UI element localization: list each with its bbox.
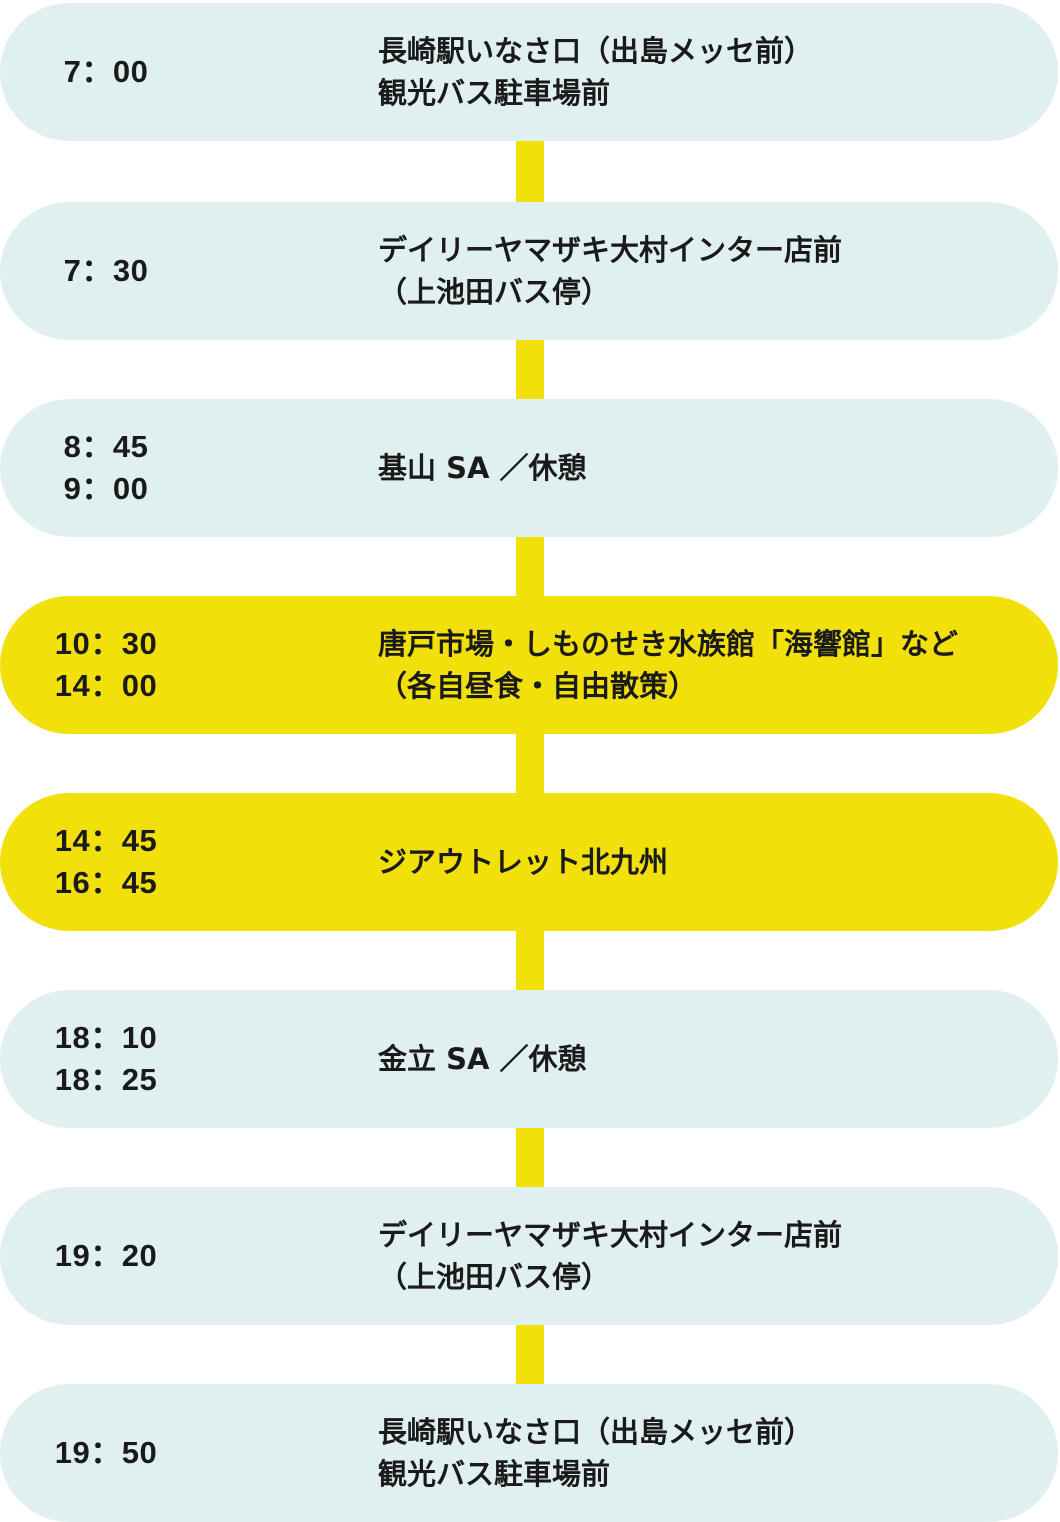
stop-place-line: 観光バス駐車場前: [378, 1457, 611, 1491]
stop-place: ジアウトレット北九州: [378, 793, 1028, 931]
timeline-connector: [516, 338, 544, 402]
stop-card: 8：45 9：00 基山 SA ／休憩: [0, 399, 1058, 537]
timeline-connector: [516, 535, 544, 599]
stop-time-arrival: 14：45: [54, 823, 158, 858]
stop-place-line: デイリーヤマザキ大村インター店前: [378, 233, 843, 267]
stop-time-value: 19：50: [54, 1435, 158, 1470]
timeline-connector: [516, 1126, 544, 1190]
stop-card-highlight: 10：30 14：00 唐戸市場・しものせき水族館「海響館」など （各自昼食・自…: [0, 596, 1058, 734]
stop-time: 7：30: [0, 202, 212, 340]
timeline-connector: [516, 140, 544, 204]
stop-time-arrival: 10：30: [54, 626, 158, 661]
stop-place-line: 長崎駅いなさ口（出島メッセ前）: [378, 1415, 814, 1449]
stop-place: デイリーヤマザキ大村インター店前 （上池田バス停）: [378, 1187, 1028, 1325]
stop-place-line: （上池田バス停）: [378, 275, 611, 309]
stop-time-value: 19：20: [54, 1238, 158, 1273]
stop-time: 7：00: [0, 3, 212, 141]
stop-time: 14：45 16：45: [0, 793, 212, 931]
stop-card: 19：20 デイリーヤマザキ大村インター店前 （上池田バス停）: [0, 1187, 1058, 1325]
stop-time: 19：50: [0, 1384, 212, 1522]
stop-place-line: デイリーヤマザキ大村インター店前: [378, 1218, 843, 1252]
stop-time: 10：30 14：00: [0, 596, 212, 734]
stop-time-value: 7：30: [63, 253, 149, 288]
stop-time-departure: 14：00: [54, 668, 158, 703]
timeline-connector: [516, 929, 544, 993]
stop-place-line: 観光バス駐車場前: [378, 76, 611, 110]
stop-place-line: 長崎駅いなさ口（出島メッセ前）: [378, 34, 814, 68]
stop-place-line: 唐戸市場・しものせき水族館「海響館」など: [378, 627, 959, 661]
stop-place: 長崎駅いなさ口（出島メッセ前） 観光バス駐車場前: [378, 3, 1028, 141]
stop-card: 19：50 長崎駅いなさ口（出島メッセ前） 観光バス駐車場前: [0, 1384, 1058, 1522]
stop-time-arrival: 8：45: [63, 429, 149, 464]
stop-place-line: 金立 SA ／休憩: [378, 1042, 587, 1076]
stop-time-arrival: 18：10: [54, 1020, 158, 1055]
stop-card-highlight: 14：45 16：45 ジアウトレット北九州: [0, 793, 1058, 931]
stop-place: デイリーヤマザキ大村インター店前 （上池田バス停）: [378, 202, 1028, 340]
stop-place-line: ジアウトレット北九州: [378, 845, 669, 879]
stop-time-value: 7：00: [63, 54, 149, 89]
stop-time-departure: 18：25: [54, 1062, 158, 1097]
stop-card: 7：30 デイリーヤマザキ大村インター店前 （上池田バス停）: [0, 202, 1058, 340]
stop-time: 19：20: [0, 1187, 212, 1325]
stop-time: 8：45 9：00: [0, 399, 212, 537]
timeline-connector: [516, 1323, 544, 1387]
stop-place-line: （上池田バス停）: [378, 1260, 611, 1294]
stop-time-departure: 9：00: [63, 471, 149, 506]
stop-place: 長崎駅いなさ口（出島メッセ前） 観光バス駐車場前: [378, 1384, 1028, 1522]
stop-place: 唐戸市場・しものせき水族館「海響館」など （各自昼食・自由散策）: [378, 596, 1028, 734]
stop-time-departure: 16：45: [54, 865, 158, 900]
timeline-connector: [516, 732, 544, 796]
stop-time: 18：10 18：25: [0, 990, 212, 1128]
stop-place-line: （各自昼食・自由散策）: [378, 669, 698, 703]
stop-card: 18：10 18：25 金立 SA ／休憩: [0, 990, 1058, 1128]
stop-place: 基山 SA ／休憩: [378, 399, 1028, 537]
stop-place: 金立 SA ／休憩: [378, 990, 1028, 1128]
stop-place-line: 基山 SA ／休憩: [378, 451, 587, 485]
stop-card: 7：00 長崎駅いなさ口（出島メッセ前） 観光バス駐車場前: [0, 3, 1058, 141]
